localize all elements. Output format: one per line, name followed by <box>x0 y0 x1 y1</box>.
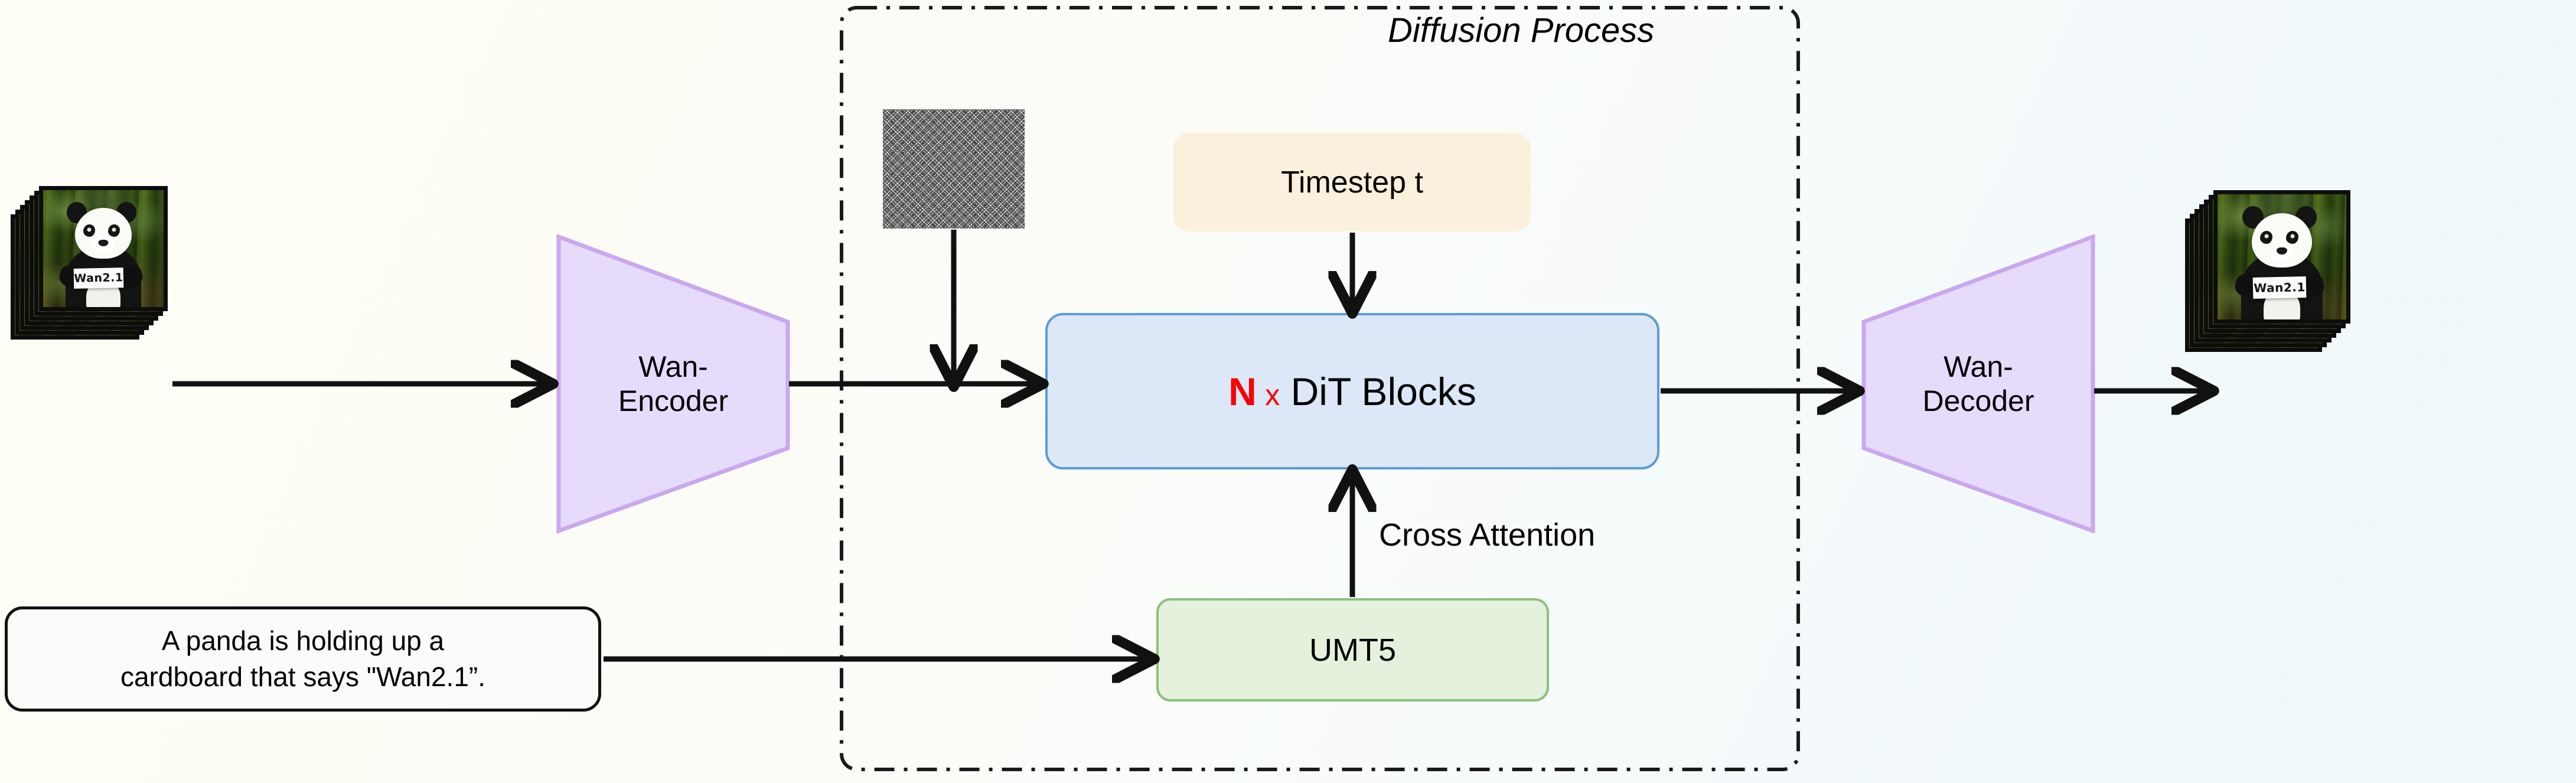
dit-blocks-label: DiT Blocks <box>1290 369 1476 413</box>
dit-x-symbol: x <box>1265 378 1280 412</box>
diffusion-process-container <box>839 5 1801 772</box>
prompt-line-1: A panda is holding up a <box>161 625 445 657</box>
dit-n-multiplier: N <box>1228 369 1257 413</box>
timestep-label: Timestep t <box>1281 165 1423 200</box>
wan-encoder-svg <box>556 233 790 534</box>
dit-blocks-block: N x DiT Blocks <box>1045 313 1659 469</box>
panda-illustration: Wan2.1 <box>2218 194 2346 319</box>
video-frame-front: Wan2.1 <box>39 186 168 311</box>
text-prompt-box: A panda is holding up a cardboard that s… <box>5 606 601 712</box>
umt5-label: UMT5 <box>1309 632 1396 668</box>
input-video-frame-stack: Wan2.1 <box>11 186 170 340</box>
cross-attention-label: Cross Attention <box>1379 517 1596 553</box>
diffusion-process-title: Diffusion Process <box>1388 11 1655 50</box>
video-frame-front: Wan2.1 <box>2213 190 2350 324</box>
timestep-block: Timestep t <box>1173 133 1531 231</box>
prompt-line-2: cardboard that says "Wan2.1”. <box>120 661 486 692</box>
panda-illustration: Wan2.1 <box>43 190 164 307</box>
gaussian-noise-patch <box>883 109 1025 229</box>
diffusion-border-svg <box>840 6 1800 771</box>
umt5-block: UMT5 <box>1156 598 1549 702</box>
output-video-frame-stack: Wan2.1 <box>2185 190 2353 352</box>
